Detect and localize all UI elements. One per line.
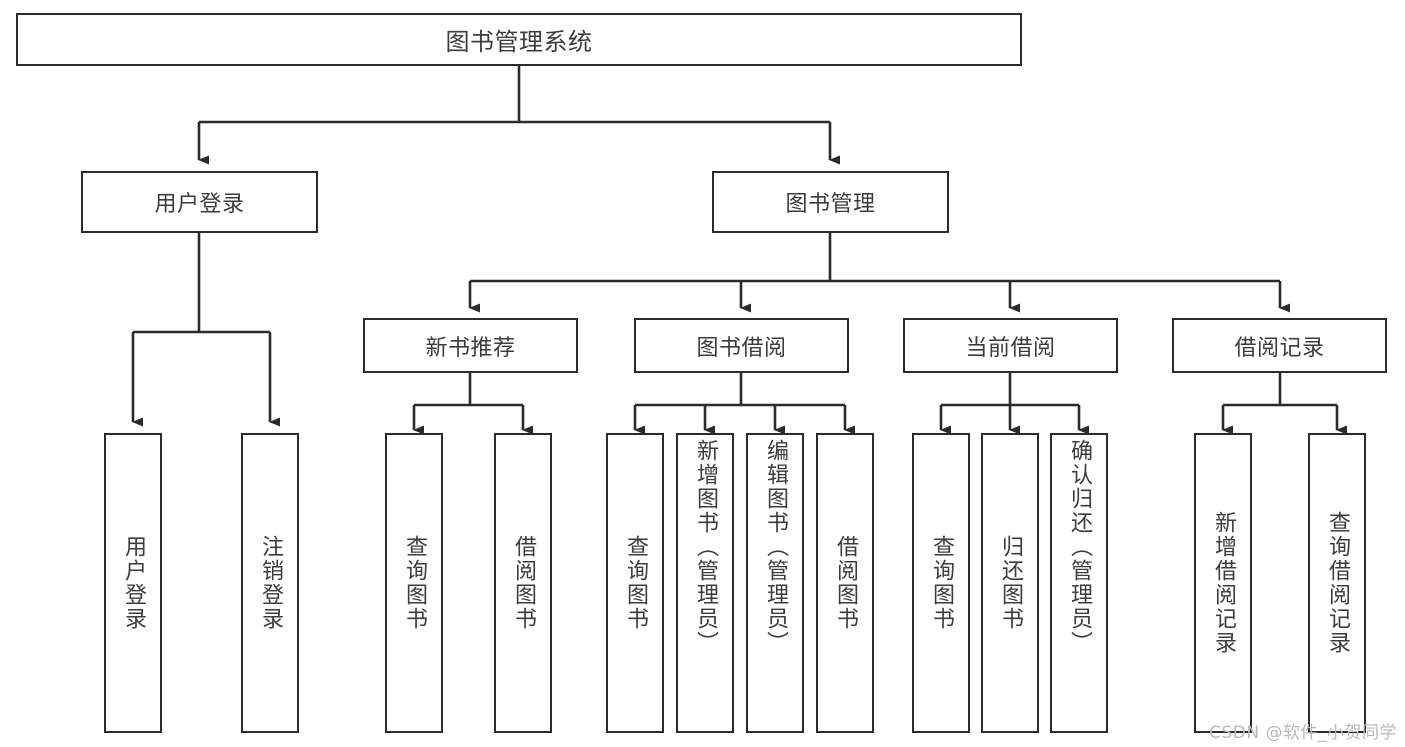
leaf-book-borrow-add-label: 新增图书（管理员） bbox=[692, 439, 718, 655]
leaf-current-borrow-query-label: 查询图书 bbox=[928, 535, 954, 631]
leaf-new-book-query[interactable]: 查询图书 bbox=[385, 433, 443, 733]
leaf-current-borrow-confirm-label: 确认归还（管理员） bbox=[1066, 439, 1092, 655]
leaf-borrow-record-query[interactable]: 查询借阅记录 bbox=[1308, 433, 1366, 733]
node-borrow-record-label: 借阅记录 bbox=[1234, 335, 1325, 361]
leaf-new-book-borrow-label: 借阅图书 bbox=[510, 535, 536, 631]
node-user-login[interactable]: 用户登录 bbox=[81, 171, 318, 233]
leaf-current-borrow-query[interactable]: 查询图书 bbox=[912, 433, 970, 733]
node-book-management[interactable]: 图书管理 bbox=[712, 171, 949, 233]
leaf-borrow-record-add-label: 新增借阅记录 bbox=[1210, 511, 1236, 655]
node-new-book-recommend-label: 新书推荐 bbox=[425, 335, 516, 361]
edges-newbook-to-leaves bbox=[412, 373, 533, 435]
leaf-book-borrow-query[interactable]: 查询图书 bbox=[606, 433, 664, 733]
edges-bookmgmt-to-level3 bbox=[468, 233, 1290, 313]
node-book-borrow[interactable]: 图书借阅 bbox=[634, 318, 849, 373]
leaf-new-book-query-label: 查询图书 bbox=[401, 535, 427, 631]
node-book-borrow-label: 图书借阅 bbox=[696, 335, 787, 361]
watermark-credit: CSDN @软件_小贺同学 bbox=[1209, 723, 1397, 743]
node-user-login-label: 用户登录 bbox=[154, 192, 245, 217]
leaf-current-borrow-return-label: 归还图书 bbox=[997, 535, 1023, 631]
leaf-new-book-borrow[interactable]: 借阅图书 bbox=[494, 433, 552, 733]
edges-bookborrow-to-leaves bbox=[633, 373, 855, 435]
leaf-book-borrow-edit-label: 编辑图书（管理员） bbox=[762, 439, 788, 655]
edges-root-to-level2 bbox=[197, 66, 840, 165]
leaf-book-borrow-edit[interactable]: 编辑图书（管理员） bbox=[746, 433, 804, 733]
node-borrow-record[interactable]: 借阅记录 bbox=[1172, 318, 1387, 373]
node-current-borrow[interactable]: 当前借阅 bbox=[903, 318, 1118, 373]
leaf-book-borrow-lend-label: 借阅图书 bbox=[832, 535, 858, 631]
leaf-user-login-logout-label: 注销登录 bbox=[257, 535, 283, 631]
leaf-current-borrow-confirm[interactable]: 确认归还（管理员） bbox=[1050, 433, 1108, 733]
edges-userlogin-to-leaves bbox=[131, 233, 280, 427]
leaf-user-login-logout[interactable]: 注销登录 bbox=[241, 433, 299, 733]
node-new-book-recommend[interactable]: 新书推荐 bbox=[363, 318, 578, 373]
leaf-book-borrow-add[interactable]: 新增图书（管理员） bbox=[676, 433, 734, 733]
leaf-book-borrow-query-label: 查询图书 bbox=[622, 535, 648, 631]
leaf-current-borrow-return[interactable]: 归还图书 bbox=[981, 433, 1039, 733]
edges-currentborrow-to-leaves bbox=[939, 373, 1089, 435]
leaf-borrow-record-query-label: 查询借阅记录 bbox=[1324, 511, 1350, 655]
node-root-system[interactable]: 图书管理系统 bbox=[16, 13, 1022, 66]
node-current-borrow-label: 当前借阅 bbox=[965, 335, 1056, 361]
edges-borrowrecord-to-leaves bbox=[1221, 373, 1347, 435]
leaf-user-login-login[interactable]: 用户登录 bbox=[104, 433, 162, 733]
leaf-book-borrow-lend[interactable]: 借阅图书 bbox=[816, 433, 874, 733]
leaf-user-login-login-label: 用户登录 bbox=[120, 535, 146, 631]
leaf-borrow-record-add[interactable]: 新增借阅记录 bbox=[1194, 433, 1252, 733]
node-book-management-label: 图书管理 bbox=[785, 192, 876, 217]
node-root-system-label: 图书管理系统 bbox=[445, 28, 593, 56]
